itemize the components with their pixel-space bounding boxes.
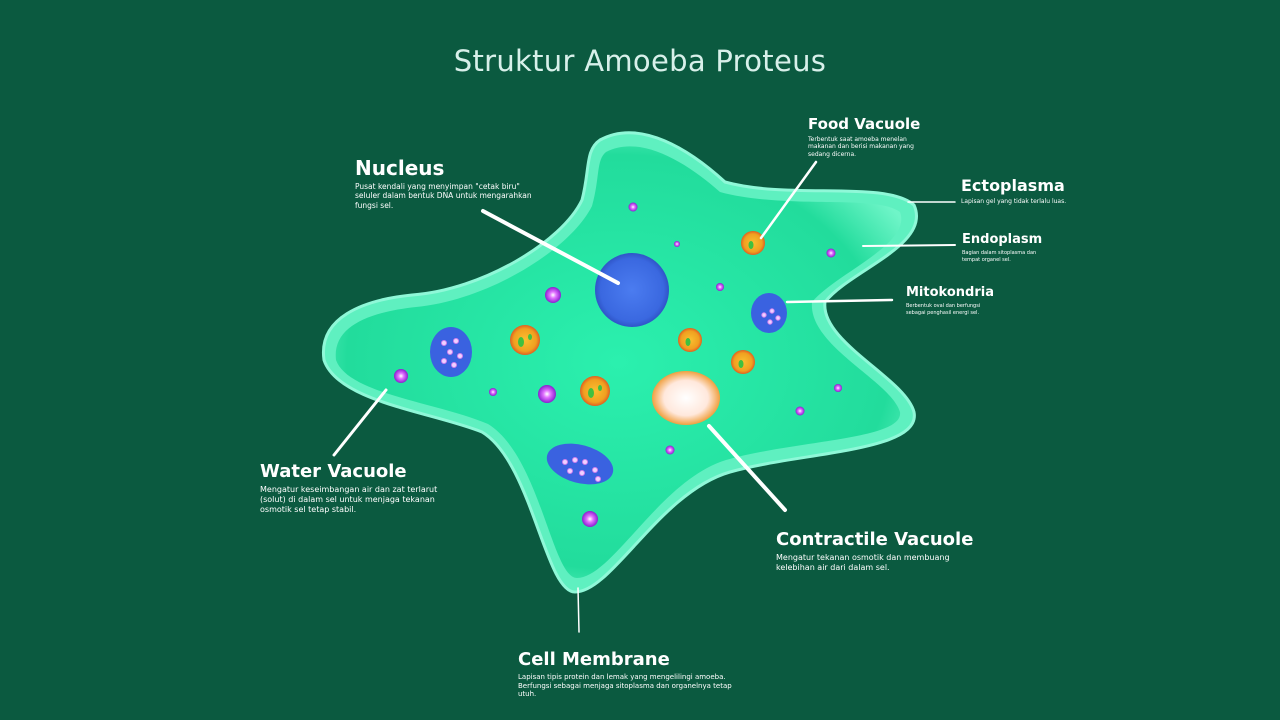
leader-lines (332, 160, 956, 633)
label-ectoplasma: Ectoplasma Lapisan gel yang tidak terlal… (961, 177, 1081, 205)
label-desc: Berbentuk oval dan berfungsi sebagai pen… (906, 303, 981, 316)
label-desc: Lapisan gel yang tidak terlalu luas. (961, 197, 1067, 205)
label-cell-membrane: Cell Membrane Lapisan tipis protein dan … (518, 650, 738, 699)
label-desc: Terbentuk saat amoeba menelan makanan da… (808, 135, 914, 158)
food-vacuole (580, 376, 610, 406)
label-title: Mitokondria (906, 285, 994, 300)
label-title: Water Vacuole (260, 461, 407, 482)
mitochondria (430, 293, 787, 485)
granules (394, 202, 842, 527)
diagram-title: Struktur Amoeba Proteus (453, 44, 827, 78)
label-food-vacuole: Food Vacuole Terbentuk saat amoeba menel… (808, 116, 933, 158)
label-title: Endoplasm (962, 232, 1043, 247)
label-title: Nucleus (355, 156, 445, 180)
label-nucleus: Nucleus Pusat kendali yang menyimpan "ce… (355, 157, 535, 210)
label-contractile-vacuole: Contractile Vacuole Mengatur tekanan osm… (776, 530, 976, 573)
contractile-vacuole (652, 371, 720, 425)
label-title: Food Vacuole (808, 115, 921, 133)
food-vacuoles (510, 231, 765, 406)
label-title: Contractile Vacuole (776, 529, 974, 550)
label-desc: Mengatur keseimbangan air dan zat terlar… (260, 484, 438, 514)
label-mitokondria: Mitokondria Berbentuk oval dan berfungsi… (906, 285, 994, 316)
label-water-vacuole: Water Vacuole Mengatur keseimbangan air … (260, 462, 460, 515)
label-desc: Pusat kendali yang menyimpan "cetak biru… (355, 182, 532, 210)
food-vacuole (510, 325, 540, 355)
endoplasm (335, 146, 902, 578)
mitochondrion (546, 443, 614, 485)
label-title: Ectoplasma (961, 176, 1065, 195)
label-title: Cell Membrane (518, 649, 670, 670)
label-desc: Bagian dalam sitoplasma dan tempat organ… (962, 250, 1037, 263)
mitochondrion (751, 293, 787, 333)
label-endoplasm: Endoplasm Bagian dalam sitoplasma dan te… (962, 232, 1043, 263)
nucleus (595, 253, 669, 327)
label-desc: Lapisan tipis protein dan lemak yang men… (518, 672, 732, 699)
label-desc: Mengatur tekanan osmotik dan membuang ke… (776, 552, 950, 572)
